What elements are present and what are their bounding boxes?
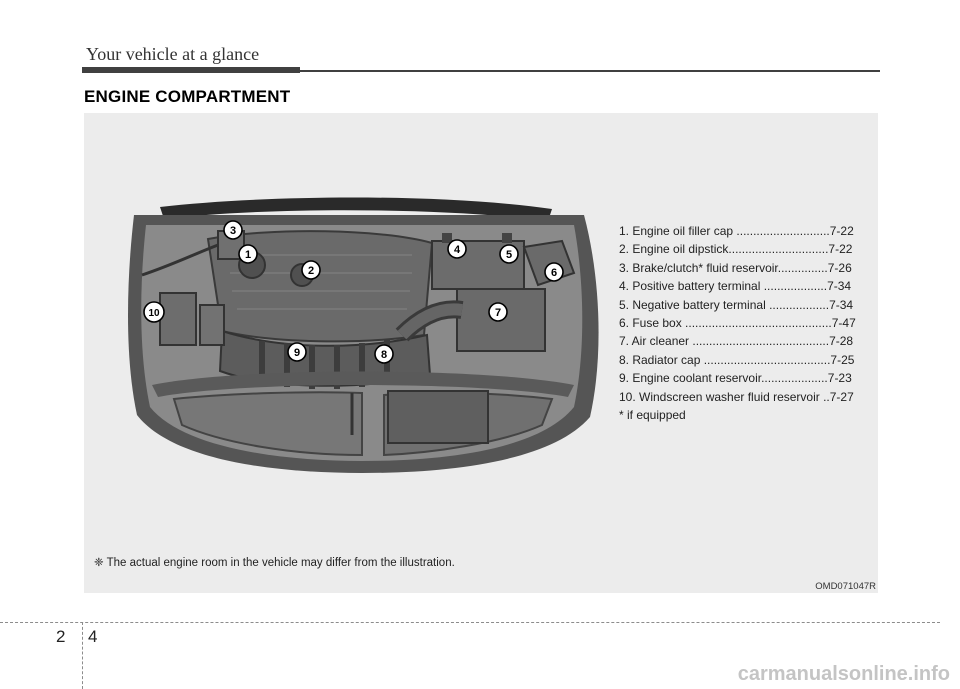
legend-item: 6. Fuse box ............................… — [619, 316, 856, 331]
header-title: Your vehicle at a glance — [86, 44, 260, 64]
svg-text:6: 6 — [551, 267, 557, 279]
callout-3: 3 — [223, 220, 243, 240]
callout-6: 6 — [544, 262, 564, 282]
figure-code: OMD071047R — [815, 581, 876, 592]
legend-item: 7. Air cleaner .........................… — [619, 334, 854, 349]
legend-item: 2. Engine oil dipstick..................… — [619, 242, 853, 257]
legend-item: 3. Brake/clutch* fluid reservoir........… — [619, 260, 852, 275]
legend-item: 9. Engine coolant reservoir.............… — [619, 371, 852, 386]
svg-text:2: 2 — [308, 265, 314, 277]
callout-1: 1 — [238, 244, 258, 264]
callout-5: 5 — [499, 244, 519, 264]
callout-8: 8 — [374, 344, 394, 364]
engine-compartment-illustration: 1 2 3 4 5 6 7 8 9 10 — [128, 197, 599, 473]
legend-note: * if equipped — [619, 408, 686, 423]
legend-item: 1. Engine oil filler cap ...............… — [619, 224, 854, 238]
footer-divider — [0, 622, 940, 623]
svg-text:1: 1 — [245, 249, 251, 261]
legend-item: 5. Negative battery terminal ...........… — [619, 297, 854, 312]
header-rule — [300, 70, 880, 72]
illustration-footnote: ❈ The actual engine room in the vehicle … — [94, 557, 455, 569]
legend-item: 8. Radiator cap ........................… — [619, 352, 855, 367]
svg-text:10: 10 — [148, 308, 160, 319]
svg-text:9: 9 — [294, 347, 300, 359]
page-number: 4 — [88, 627, 98, 646]
component-legend: 1. Engine oil filler cap ...............… — [619, 222, 869, 424]
svg-text:4: 4 — [454, 244, 461, 256]
header-bar — [82, 67, 300, 73]
svg-text:8: 8 — [381, 349, 387, 361]
watermark: carmanualsonline.info — [737, 663, 950, 685]
section-title: ENGINE COMPARTMENT — [84, 87, 291, 106]
svg-text:7: 7 — [495, 307, 501, 319]
callout-2: 2 — [301, 260, 321, 280]
callout-7: 7 — [488, 302, 508, 322]
legend-item: 10. Windscreen washer fluid reservoir ..… — [619, 389, 854, 404]
callout-10: 10 — [143, 301, 165, 323]
svg-text:3: 3 — [230, 225, 236, 237]
legend-item: 4. Positive battery terminal ...........… — [619, 279, 852, 294]
footer-vertical-divider — [82, 622, 83, 689]
callout-4: 4 — [447, 239, 467, 259]
svg-text:5: 5 — [506, 249, 512, 261]
section-number: 2 — [56, 627, 66, 646]
callout-9: 9 — [287, 342, 307, 362]
